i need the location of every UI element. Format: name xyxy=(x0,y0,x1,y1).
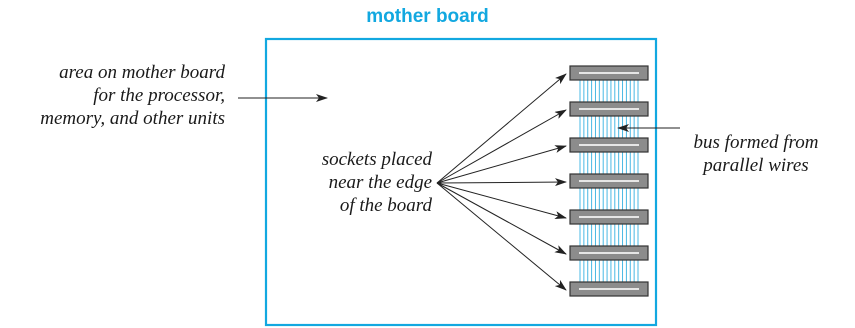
arrows-group xyxy=(238,73,680,291)
label-line: for the processor, xyxy=(93,85,225,106)
socket-arrow xyxy=(436,73,567,184)
socket-arrow xyxy=(436,182,567,255)
label-line: parallel wires xyxy=(703,155,809,176)
label-line: bus formed from xyxy=(693,132,819,153)
label-sockets: sockets placed near the edge of the boar… xyxy=(262,148,432,217)
socket-arrow xyxy=(436,145,567,184)
label-line: near the edge xyxy=(328,172,432,193)
motherboard-outline xyxy=(264,37,658,327)
label-processor-area: area on mother board for the processor, … xyxy=(0,61,225,130)
diagram-title: mother board xyxy=(366,6,489,27)
label-line: memory, and other units xyxy=(40,108,225,129)
label-line: sockets placed xyxy=(321,149,432,170)
bus-wires xyxy=(579,80,639,282)
label-bus: bus formed from parallel wires xyxy=(676,131,836,177)
label-line: area on mother board xyxy=(59,62,225,83)
label-line: of the board xyxy=(339,195,432,216)
socket-arrow xyxy=(436,178,567,187)
sockets-group xyxy=(569,65,649,297)
socket-arrow xyxy=(436,182,567,219)
socket-arrow xyxy=(436,182,567,291)
socket-arrow xyxy=(436,109,567,184)
